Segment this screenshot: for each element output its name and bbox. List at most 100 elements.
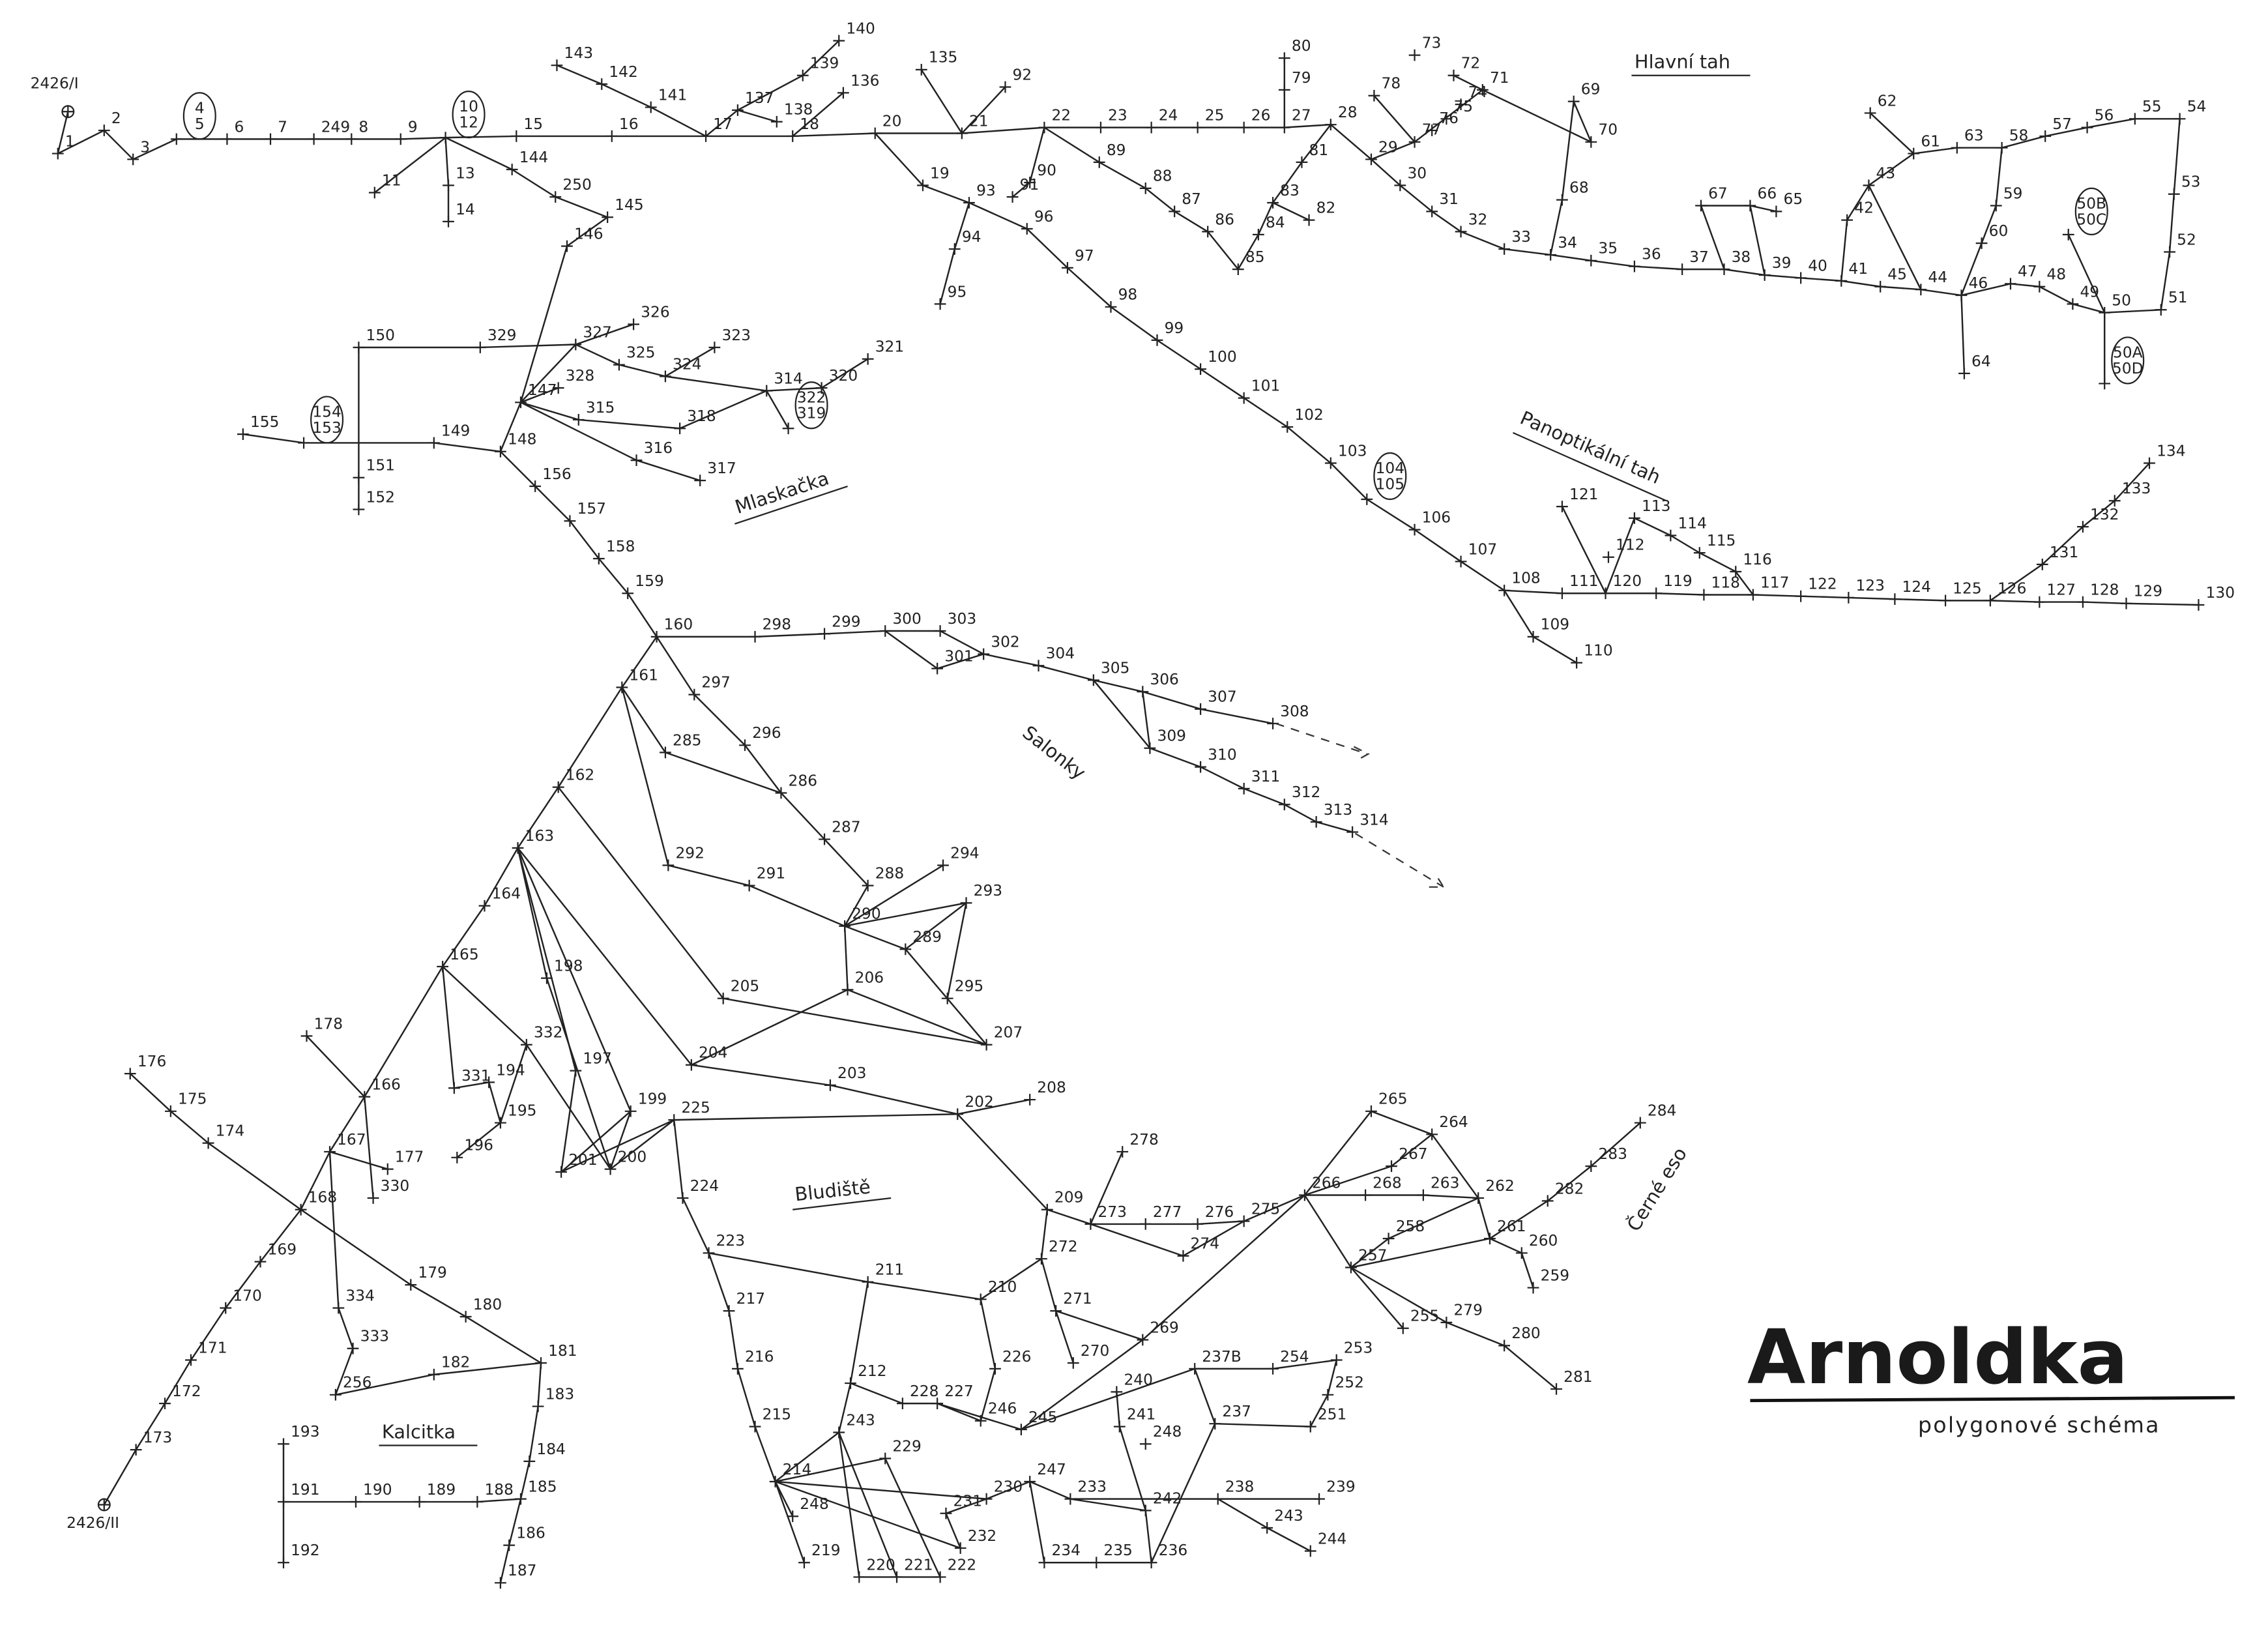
station-34[interactable]: 34 [1545,234,1577,261]
station-226[interactable]: 226 [989,1348,1032,1375]
station-106[interactable]: 106 [1408,509,1451,536]
station-278[interactable]: 278 [1116,1131,1159,1158]
station-183[interactable]: 183 [532,1385,574,1413]
station-312[interactable]: 312 [1278,783,1320,811]
station-43[interactable]: 43 [1863,164,1896,192]
station-262[interactable]: 262 [1472,1177,1515,1204]
station-274[interactable]: 274 [1177,1235,1219,1262]
station-253[interactable]: 253 [1330,1339,1373,1366]
station-233[interactable]: 233 [1064,1478,1107,1505]
station-199[interactable]: 199 [624,1091,667,1117]
station-101[interactable]: 101 [1238,377,1280,404]
station-248b[interactable]: 248 [1139,1423,1182,1450]
station-271[interactable]: 271 [1050,1290,1092,1317]
station-152[interactable]: 152 [353,488,395,516]
station-310[interactable]: 310 [1195,746,1237,773]
station-331[interactable]: 331 [448,1067,490,1094]
station-308[interactable]: 308 [1267,703,1309,729]
station-265[interactable]: 265 [1365,1091,1408,1117]
station-76[interactable]: 76 [1426,110,1459,136]
station-94[interactable]: 94 [948,228,981,255]
station-136[interactable]: 136 [837,72,879,99]
station-27[interactable]: 27 [1278,107,1311,134]
station-329[interactable]: 329 [474,327,516,353]
station-30[interactable]: 30 [1394,164,1427,192]
station-168[interactable]: 168 [295,1189,337,1216]
station-334[interactable]: 334 [332,1287,375,1314]
station-190[interactable]: 190 [350,1481,392,1508]
station-307[interactable]: 307 [1195,688,1237,715]
station-87[interactable]: 87 [1169,190,1201,218]
station-232[interactable]: 232 [954,1527,996,1554]
station-178[interactable]: 178 [300,1015,343,1042]
station-238[interactable]: 238 [1212,1478,1254,1505]
station-227[interactable]: 227 [931,1383,974,1409]
station-29[interactable]: 29 [1365,138,1398,166]
station-239[interactable]: 239 [1313,1478,1356,1505]
station-93[interactable]: 93 [963,182,996,209]
station-231[interactable]: 231 [940,1493,982,1519]
station-311[interactable]: 311 [1238,768,1280,795]
station-170[interactable]: 170 [220,1287,262,1314]
station-66[interactable]: 66 [1744,184,1777,212]
station-259[interactable]: 259 [1527,1266,1569,1294]
station-22[interactable]: 22 [1038,107,1071,134]
station-225[interactable]: 225 [668,1099,710,1126]
station-279[interactable]: 279 [1440,1302,1483,1328]
station-21[interactable]: 21 [956,112,989,139]
station-7[interactable]: 7 [265,118,287,145]
station-261[interactable]: 261 [1484,1218,1526,1244]
station-56[interactable]: 56 [2081,107,2114,134]
station-4-5[interactable]: 45 [170,92,216,145]
station-284[interactable]: 284 [1634,1102,1676,1129]
station-144[interactable]: 144 [506,149,548,175]
station-214[interactable]: 214 [769,1461,811,1487]
station-63[interactable]: 63 [1951,127,1984,154]
station-85[interactable]: 85 [1232,248,1265,275]
station-202[interactable]: 202 [952,1093,994,1120]
station-53[interactable]: 53 [2168,173,2201,200]
station-146[interactable]: 146 [561,226,603,252]
station-185[interactable]: 185 [515,1478,557,1505]
station-165[interactable]: 165 [437,946,479,973]
station-224[interactable]: 224 [676,1177,719,1204]
station-273[interactable]: 273 [1084,1203,1127,1230]
station-192[interactable]: 192 [278,1542,320,1569]
station-14[interactable]: 14 [443,201,475,227]
station-84[interactable]: 84 [1252,214,1285,241]
station-276[interactable]: 276 [1191,1203,1234,1230]
station-272[interactable]: 272 [1036,1238,1078,1265]
station-169[interactable]: 169 [254,1241,297,1268]
station-135[interactable]: 135 [915,49,957,76]
station-286[interactable]: 286 [775,772,817,799]
station-51[interactable]: 51 [2155,289,2188,316]
station-3[interactable]: 3 [127,138,150,166]
station-31[interactable]: 31 [1426,190,1459,218]
station-204[interactable]: 204 [685,1044,727,1071]
station-100[interactable]: 100 [1195,348,1237,375]
station-280[interactable]: 280 [1498,1325,1541,1352]
station-141[interactable]: 141 [645,86,687,113]
station-162[interactable]: 162 [552,767,594,793]
station-229[interactable]: 229 [879,1437,922,1465]
station-237[interactable]: 237 [1209,1403,1251,1430]
station-19[interactable]: 19 [917,164,950,192]
station-211[interactable]: 211 [862,1261,904,1288]
station-291[interactable]: 291 [743,864,785,892]
station-267[interactable]: 267 [1386,1145,1428,1173]
station-1[interactable]: 1 [51,132,75,160]
station-161[interactable]: 161 [616,666,658,694]
station-78[interactable]: 78 [1368,75,1401,102]
station-39[interactable]: 39 [1758,254,1792,281]
station-235[interactable]: 235 [1090,1542,1133,1569]
station-17[interactable]: 17 [700,115,733,142]
station-125[interactable]: 125 [1940,579,1982,607]
station-314[interactable]: 314 [761,370,803,397]
station-296[interactable]: 296 [739,724,781,752]
station-321[interactable]: 321 [862,338,904,365]
station-86[interactable]: 86 [1202,211,1234,238]
station-304[interactable]: 304 [1032,645,1075,672]
station-302[interactable]: 302 [978,633,1020,660]
